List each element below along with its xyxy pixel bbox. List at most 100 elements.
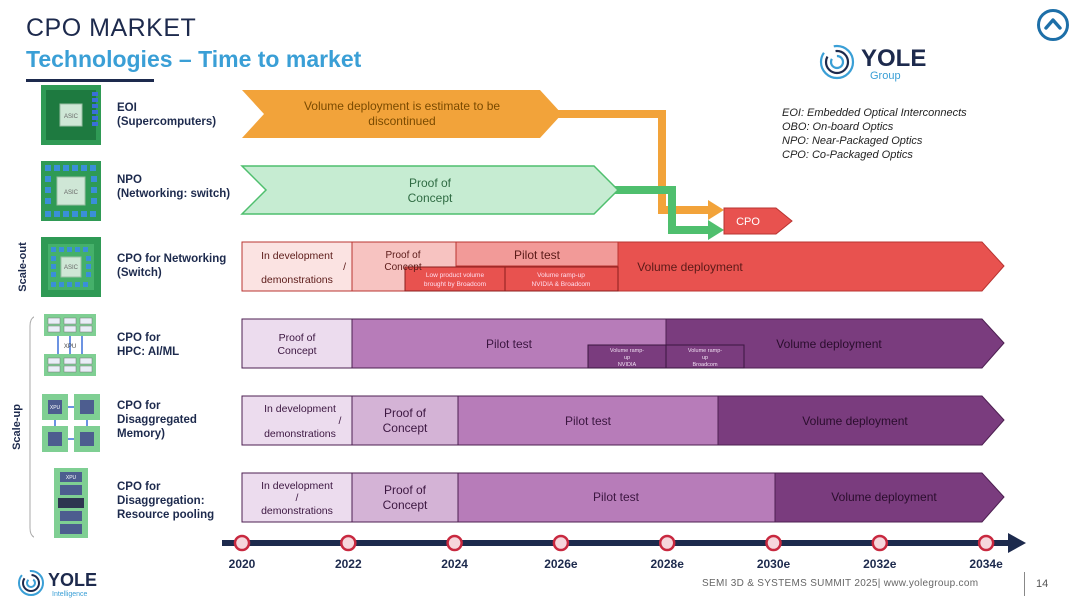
eoi-package-icon: ASIC [41, 85, 101, 145]
svg-text:ASIC: ASIC [64, 114, 79, 120]
timeline-year-2028e: 2028e [651, 557, 685, 571]
cpo-net-rampup-box [504, 266, 619, 292]
yole-intelligence-logo: YOLE Intelligence [18, 570, 97, 598]
timeline-dot-2020 [233, 534, 251, 552]
svg-text:ASIC: ASIC [64, 190, 79, 196]
cpo-hpc-nvidia-text-1: Volume ramp- [610, 348, 644, 354]
cpo-mem-indev-text-2: / [339, 415, 342, 427]
timeline-year-2030e: 2030e [757, 557, 791, 571]
cpo-net-rampup-text-2: NVIDIA & Broadcom [532, 281, 591, 288]
cpo-hpc-poc-text-1: Proof of [279, 332, 316, 344]
hpc-package-icon: XPU [44, 314, 96, 376]
eoi-volume-text-2: discontinued [368, 114, 435, 128]
scale-up-bracket [29, 316, 34, 538]
timeline-year-2024: 2024 [441, 557, 468, 571]
eoi-volume-arrow [242, 90, 562, 138]
cpo-hpc-nvidia-text-3: NVIDIA [618, 362, 637, 368]
legend-eoi: EOI: Embedded Optical Interconnects [782, 107, 967, 119]
cpo-pool-poc-text-2: Concept [383, 498, 428, 512]
cpo-pool-poc-text-1: Proof of [384, 483, 427, 497]
cpo-net-volume-text: Volume deployment [637, 260, 743, 274]
cpo-hpc-broadcom-text-3: Broadcom [692, 362, 717, 368]
svg-text:XPU: XPU [64, 344, 76, 350]
timeline-year-2026e: 2026e [544, 557, 578, 571]
cpo-pool-volume-text: Volume deployment [831, 490, 937, 504]
cpo-pool-indev-text-3: demonstrations [261, 505, 333, 517]
cpo-net-low-volume-text-2: brought by Broadcom [424, 281, 486, 288]
scale-up-label: Scale-up [11, 404, 23, 450]
yole-footer-swirl-icon [18, 570, 44, 596]
cpo-target-arrow [723, 207, 793, 235]
cpo-mem-indev-text-3: demonstrations [264, 428, 336, 440]
timeline-dot-2032e [871, 534, 889, 552]
timeline-year-2034e: 2034e [969, 557, 1003, 571]
home-button[interactable] [1036, 8, 1070, 42]
npo-package-icon: ASIC [41, 161, 101, 221]
svg-text:XPU: XPU [50, 405, 61, 411]
timeline-arrowhead [1008, 533, 1026, 553]
cpo-net-rampup-text-1: Volume ramp-up [537, 272, 585, 279]
row-label-cpo-memory: CPO for Disaggregated Memory) [117, 400, 197, 440]
cpo-target-label: CPO [736, 216, 760, 228]
timeline-dot-2030e [765, 534, 782, 552]
legend-obo: OBO: On-board Optics [782, 121, 894, 133]
cpo-net-indev-segment [241, 241, 353, 292]
cpo-net-low-volume-box [404, 266, 506, 292]
timeline-dot-2026e [552, 534, 570, 552]
cpo-hpc-rampup-broadcom-box [665, 344, 745, 369]
yole-group-sub: Group [870, 70, 901, 82]
row-label-eoi: EOI (Supercomputers) [117, 102, 217, 128]
npo-connector-arrowhead [708, 220, 724, 240]
footer-separator [1024, 572, 1025, 596]
npo-poc-text-2: Concept [408, 191, 453, 205]
cpo-hpc-broadcom-text-1: Volume ramp- [688, 348, 722, 354]
cpo-net-poc-text-2: Concept [384, 262, 421, 273]
row-label-cpo-hpc: CPO for HPC: AI/ML [117, 332, 180, 358]
cpo-net-poc-text-1: Proof of [385, 250, 420, 261]
eoi-volume-text-1: Volume deployment is estimate to be [304, 99, 500, 113]
timeline-dot-2028e [658, 534, 676, 552]
scale-out-label: Scale-out [17, 242, 29, 292]
page-subtitle: Technologies – Time to market [26, 46, 362, 72]
npo-poc-arrow [240, 165, 620, 215]
npo-connector-arrow [612, 186, 712, 234]
svg-text:ASIC: ASIC [64, 265, 79, 271]
npo-poc-text-1: Proof of [409, 176, 452, 190]
cpo-net-indev-text-2: / [343, 261, 346, 273]
chevron-up-icon [1044, 18, 1062, 30]
cpo-hpc-volume-text: Volume deployment [776, 337, 882, 351]
timeline-dot-2024 [446, 534, 463, 552]
cpo-mem-poc-segment [351, 395, 459, 446]
cpo-hpc-nvidia-text-2: up [624, 355, 630, 361]
timeline-dot-2022 [340, 534, 357, 552]
cpo-mem-poc-text-2: Concept [383, 421, 428, 435]
page-number: 14 [1036, 578, 1049, 590]
acronym-legend: EOI: Embedded Optical Interconnects OBO:… [782, 106, 967, 162]
row-label-cpo-pooling: CPO for Disaggregation: Resource pooling [117, 481, 215, 521]
timeline-year-2032e: 2032e [863, 557, 897, 571]
scale-up-group: Scale-up [11, 316, 34, 538]
eoi-connector-arrow [555, 110, 712, 214]
row-label-cpo-networking: CPO for Networking (Switch) [117, 253, 227, 279]
cpo-hpc-pilot-text: Pilot test [486, 337, 533, 351]
cpo-net-indev-text-3: demonstrations [261, 274, 333, 286]
resource-pooling-package-icon: XPU [54, 468, 88, 538]
cpo-net-pilot-text: Pilot test [514, 248, 561, 262]
memory-package-icon: XPU [42, 394, 100, 452]
cpo-mem-pilot-text: Pilot test [565, 414, 612, 428]
timeline-year-2022: 2022 [335, 557, 362, 571]
page-title: CPO MARKET [26, 14, 197, 42]
cpo-mem-volume-text: Volume deployment [802, 414, 908, 428]
yole-wordmark: YOLE [861, 45, 926, 72]
legend-cpo: CPO: Co-Packaged Optics [782, 149, 913, 161]
cpo-mem-poc-text-1: Proof of [384, 406, 427, 420]
cpo-net-indev-text-1: In development [261, 250, 333, 262]
cpo-hpc-poc-text-2: Concept [277, 345, 316, 357]
cpo-pool-poc-segment [351, 472, 459, 523]
yole-swirl-icon [819, 44, 855, 80]
title-underline [26, 79, 154, 82]
cpo-pool-indev-text-1: In development [261, 480, 333, 492]
yole-footer-sub: Intelligence [52, 591, 88, 598]
